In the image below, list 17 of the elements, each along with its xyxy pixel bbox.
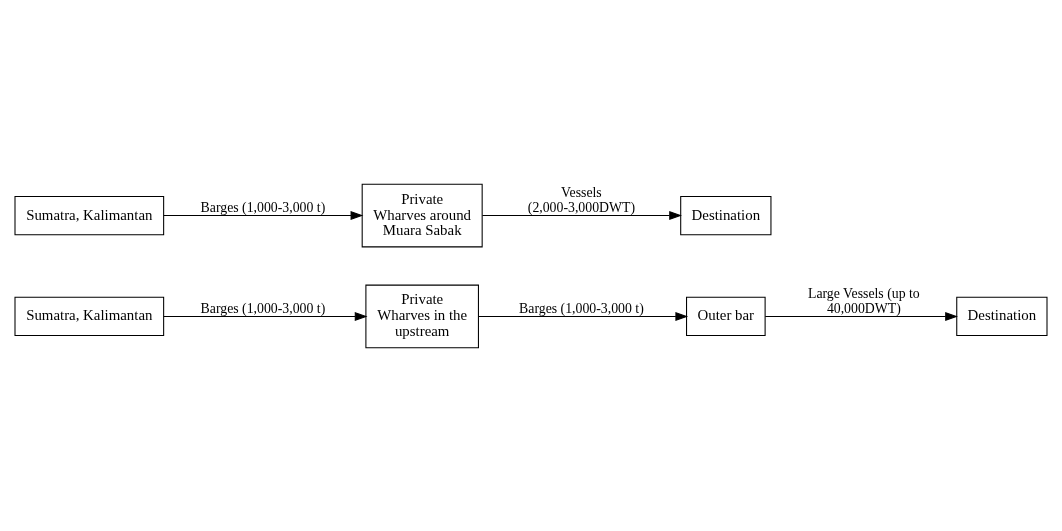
edge-label: Large Vessels (up to 40,000DWT) (807, 285, 920, 316)
node-box: Destination (956, 296, 1048, 336)
arrow (764, 311, 958, 321)
arrow (481, 210, 682, 220)
node-box: Sumatra, Kalimantan (14, 296, 165, 336)
node-box: Private Wharves around Muara Sabak (361, 183, 483, 247)
node-box: Sumatra, Kalimantan (14, 195, 165, 235)
arrow (478, 311, 689, 321)
edge-label: Vessels (2,000-3,000DWT) (527, 184, 636, 215)
edge-label: Barges (1,000-3,000 t) (519, 300, 644, 316)
node-box: Private Wharves in the upstream (365, 284, 479, 348)
node-box: Outer bar (686, 296, 766, 336)
edge-label: Barges (1,000-3,000 t) (200, 300, 326, 316)
edge-label: Barges (1,000-3,000 t) (200, 199, 326, 215)
node-box: Destination (680, 195, 772, 235)
arrow (163, 210, 364, 220)
arrow (163, 311, 368, 321)
